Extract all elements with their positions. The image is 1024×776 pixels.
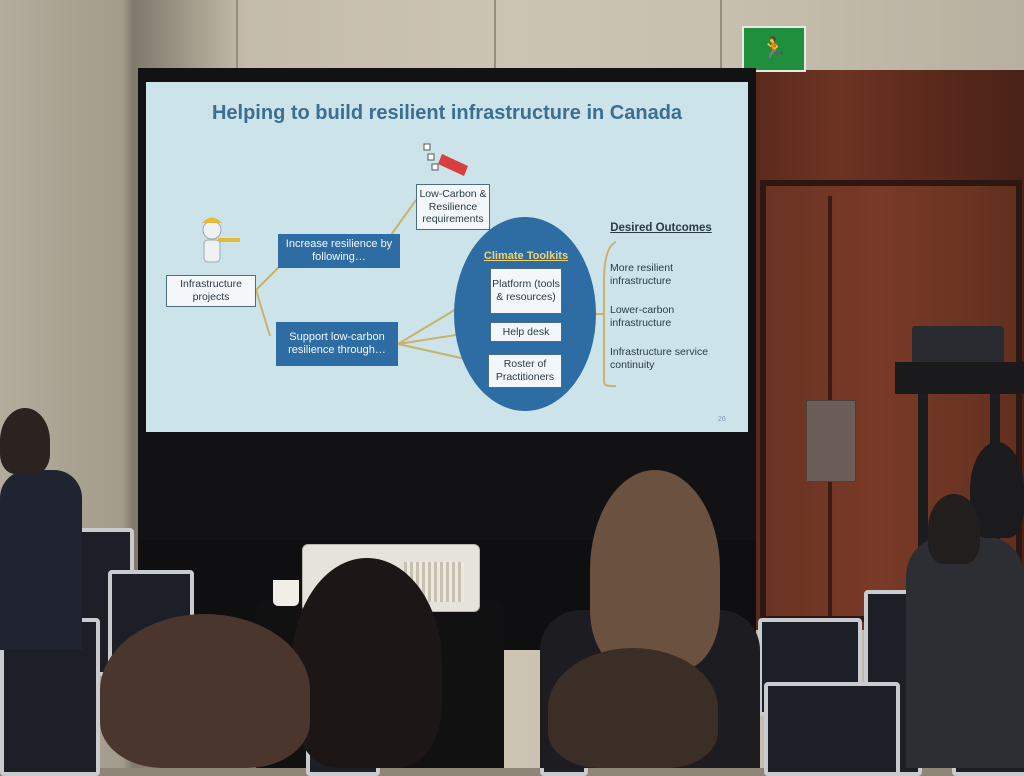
desired-outcomes-title: Desired Outcomes bbox=[610, 222, 712, 234]
slide-page-number: 26 bbox=[718, 416, 726, 423]
exit-sign-icon: 🏃 bbox=[742, 26, 806, 72]
audience-chair bbox=[764, 682, 900, 776]
slide-connectors bbox=[202, 143, 617, 388]
wall-panel-seam bbox=[494, 0, 496, 70]
audience-member-head bbox=[100, 614, 310, 768]
outcome-item: Infrastructure service continuity bbox=[610, 346, 709, 372]
audience-member-body bbox=[906, 536, 1024, 768]
podium-laptop bbox=[912, 326, 1004, 364]
audience-member-body bbox=[0, 470, 82, 650]
wall-panel-seam bbox=[236, 0, 238, 70]
increase-resilience-box: Increase resilience by following… bbox=[278, 234, 400, 268]
infrastructure-projects-box: Infrastructure projects bbox=[166, 275, 256, 307]
coffee-mug bbox=[273, 580, 299, 606]
checklist-pencil-icon bbox=[423, 143, 468, 176]
audience-member-head bbox=[0, 408, 50, 474]
toolkit-item-help-desk: Help desk bbox=[490, 322, 562, 342]
outcome-item: More resilient infrastructure bbox=[610, 262, 674, 288]
wall-panel-seam bbox=[720, 0, 722, 70]
requirements-box: Low-Carbon & Resilience requirements bbox=[416, 184, 490, 230]
climate-toolkits-title: Climate Toolkits bbox=[483, 250, 569, 262]
toolkit-item-platform: Platform (tools & resources) bbox=[490, 268, 562, 314]
audience-member-head bbox=[292, 558, 442, 768]
audience-member-head bbox=[548, 648, 718, 768]
audience-member-hair bbox=[590, 470, 720, 670]
support-low-carbon-box: Support low-carbon resilience through… bbox=[276, 322, 398, 366]
slide-title: Helping to build resilient infrastructur… bbox=[211, 102, 683, 124]
presentation-slide: Helping to build resilient infrastructur… bbox=[146, 82, 748, 432]
podium bbox=[895, 362, 1024, 394]
door-push-plate bbox=[806, 400, 856, 482]
toolkit-item-roster: Roster of Practitioners bbox=[488, 354, 562, 388]
construction-worker-icon bbox=[202, 217, 240, 263]
audience-member-head bbox=[928, 494, 980, 564]
podium-leg bbox=[918, 394, 928, 554]
outcome-item: Lower-carbon infrastructure bbox=[610, 304, 675, 330]
